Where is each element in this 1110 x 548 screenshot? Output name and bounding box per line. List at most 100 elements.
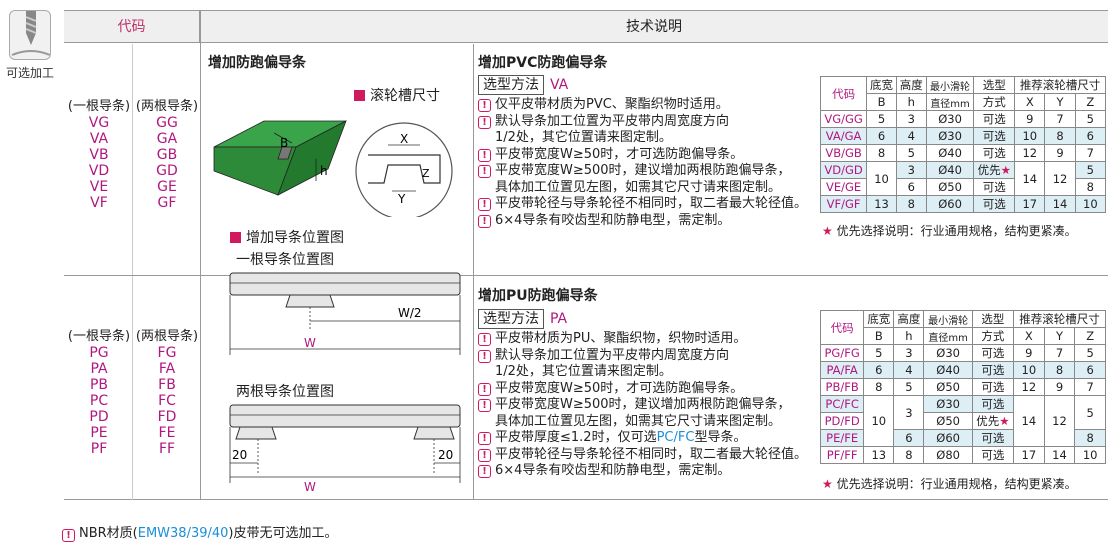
table-header-cell: 直径mm	[925, 93, 975, 111]
note-text: 平皮带宽度W≥50时，才可选防跑偏导条。	[495, 146, 744, 162]
drill-bit-icon	[9, 10, 51, 60]
note-text: 平皮带轮径与导条轮径不相同时，取二者最大轮径值。	[495, 446, 808, 462]
table-row: VD/GD 10 3 Ø40 优先★ 14 12 5	[819, 161, 1107, 196]
code-item: FD	[157, 409, 177, 425]
table-cell: Ø40	[923, 361, 973, 379]
table-cell: 3	[893, 395, 925, 430]
note-text: 6×4导条有咬齿型和防静电型，需定制。	[495, 463, 731, 478]
guide-strip-title: 增加防跑偏导条	[208, 55, 306, 71]
table-cell: 10	[1013, 361, 1045, 379]
table-cell: 6	[866, 127, 897, 145]
note-text: 型导条。	[694, 430, 747, 445]
table-cell: 4	[895, 127, 927, 145]
star-icon: ★	[822, 224, 833, 238]
single-strip-codes-pu: (一根导条) PG PA PB PC PD PE PF	[66, 329, 132, 457]
table-cell: PD/FD	[819, 412, 865, 430]
double-strip-diagram: 20 20 W	[229, 404, 461, 494]
table-header-cell: Z	[1074, 93, 1107, 111]
table-cell: PE/FE	[819, 429, 865, 447]
table-header-cell: 底宽	[866, 76, 897, 94]
table-row: PB/FB 8 5 Ø50 可选 12 9 7	[819, 378, 1106, 396]
dim-x-label: X	[400, 132, 408, 146]
table-cell: Ø60	[925, 195, 975, 213]
dim-b-label: B	[280, 136, 288, 150]
code-item: GF	[157, 195, 177, 211]
single-strip-codes-pvc: (一根导条) VG VA VB VD VE VF	[66, 99, 132, 211]
table-cell: 14	[1013, 395, 1045, 447]
table-row: VG/GG 5 3 Ø30 可选 9 7 5	[819, 110, 1107, 128]
priority-text: 优先	[977, 163, 1001, 177]
code-item: FB	[158, 377, 176, 393]
table-cell: Ø40	[925, 161, 975, 179]
exclamation-icon: !	[478, 349, 491, 363]
table-header-cell: 最小滑轮	[923, 310, 973, 328]
divider	[200, 11, 201, 500]
belt-strip-diagram: B h X Y Z	[213, 120, 453, 217]
code-group-heading: (一根导条)	[67, 329, 131, 344]
exclamation-icon: !	[478, 99, 491, 112]
strip-position-label: 增加导条位置图	[246, 230, 344, 246]
pu-spec-table: 代码 底宽 高度 最小滑轮 选型 推荐滚轮槽尺寸 B h 直径mm 方式 X Y…	[819, 310, 1106, 464]
table-cell: 10	[863, 395, 895, 447]
table-cell: 5	[863, 344, 895, 362]
pu-priority-note: ★ 优先选择说明：行业通用规格，结构更紧凑。	[822, 475, 1077, 492]
table-cell: 3	[895, 161, 927, 179]
table-cell: Ø30	[925, 110, 975, 128]
table-header-cell: Y	[1043, 327, 1076, 345]
note-item: !平皮带宽度W≥50时，才可选防跑偏导条。	[478, 381, 818, 398]
exclamation-icon: !	[478, 198, 491, 211]
table-header-cell: h	[893, 327, 925, 345]
table-cell: 可选	[973, 144, 1016, 162]
exclamation-icon: !	[478, 432, 491, 445]
table-cell: PF/FF	[819, 446, 865, 464]
pu-notes: !平皮带材质为PU、聚酯织物，织物时适用。 !默认导条加工位置为平皮带内周宽度方…	[478, 331, 818, 480]
table-cell: VE/GE	[819, 178, 868, 196]
code-item: GE	[157, 179, 177, 195]
note-item: !6×4导条有咬齿型和防静电型，需定制。	[478, 463, 818, 480]
table-cell: 8	[1074, 178, 1107, 196]
divider	[473, 275, 1108, 276]
table-header-cell: 高度	[895, 76, 927, 94]
pc-fc-link[interactable]: PC/FC	[656, 430, 695, 445]
table-cell: VG/GG	[819, 110, 868, 128]
table-row: PA/FA 6 4 Ø40 可选 10 8 6	[819, 361, 1106, 379]
strip-position-heading: 增加导条位置图	[230, 227, 344, 247]
table-cell: 8	[1074, 429, 1106, 447]
exclamation-icon: !	[478, 165, 491, 178]
code-item: PD	[89, 409, 109, 425]
table-cell: 8	[1044, 127, 1076, 145]
pvc-spec-table: 代码 底宽 高度 最小滑轮 选型 推荐滚轮槽尺寸 B h 直径mm 方式 X Y…	[819, 76, 1107, 213]
emw-link[interactable]: EMW38/39/40	[137, 526, 229, 541]
table-cell: 8	[866, 144, 897, 162]
table-cell: 8	[863, 378, 895, 396]
note-item: !平皮带轮径与导条轮径不相同时，取二者最大轮径值。	[478, 447, 818, 464]
note-text: 默认导条加工位置为平皮带内周宽度方向	[495, 347, 730, 363]
table-header-cell: 方式	[971, 327, 1015, 345]
note-item: !平皮带轮径与导条轮径不相同时，取二者最大轮径值。	[478, 196, 818, 213]
table-cell: 8	[895, 195, 927, 213]
table-header-cell: 高度	[893, 310, 925, 328]
table-cell: Ø50	[925, 178, 975, 196]
table-cell: 12	[1014, 144, 1046, 162]
table-cell: VD/GD	[819, 161, 868, 179]
code-item: PG	[89, 345, 109, 361]
code-item: GG	[156, 115, 178, 131]
dim-20-right-label: 20	[438, 448, 453, 462]
table-cell: 13	[866, 195, 897, 213]
exclamation-icon: !	[478, 148, 491, 162]
note-item: !默认导条加工位置为平皮带内周宽度方向	[478, 114, 818, 131]
table-cell: 6	[863, 361, 895, 379]
table-cell: 5	[1074, 110, 1107, 128]
table-header-cell: Y	[1044, 93, 1076, 111]
table-cell: 14	[1014, 161, 1046, 196]
table-cell: 17	[1014, 195, 1046, 213]
table-header-cell: h	[895, 93, 927, 111]
table-cell: 可选	[971, 344, 1015, 362]
note-text: 平皮带宽度W≥500时，建议增加两根防跑偏导条，	[495, 397, 791, 412]
table-cell: 9	[1043, 378, 1076, 396]
table-cell: 14	[1043, 446, 1076, 464]
table-header-cell: X	[1013, 327, 1045, 345]
code-item: PE	[90, 425, 108, 441]
